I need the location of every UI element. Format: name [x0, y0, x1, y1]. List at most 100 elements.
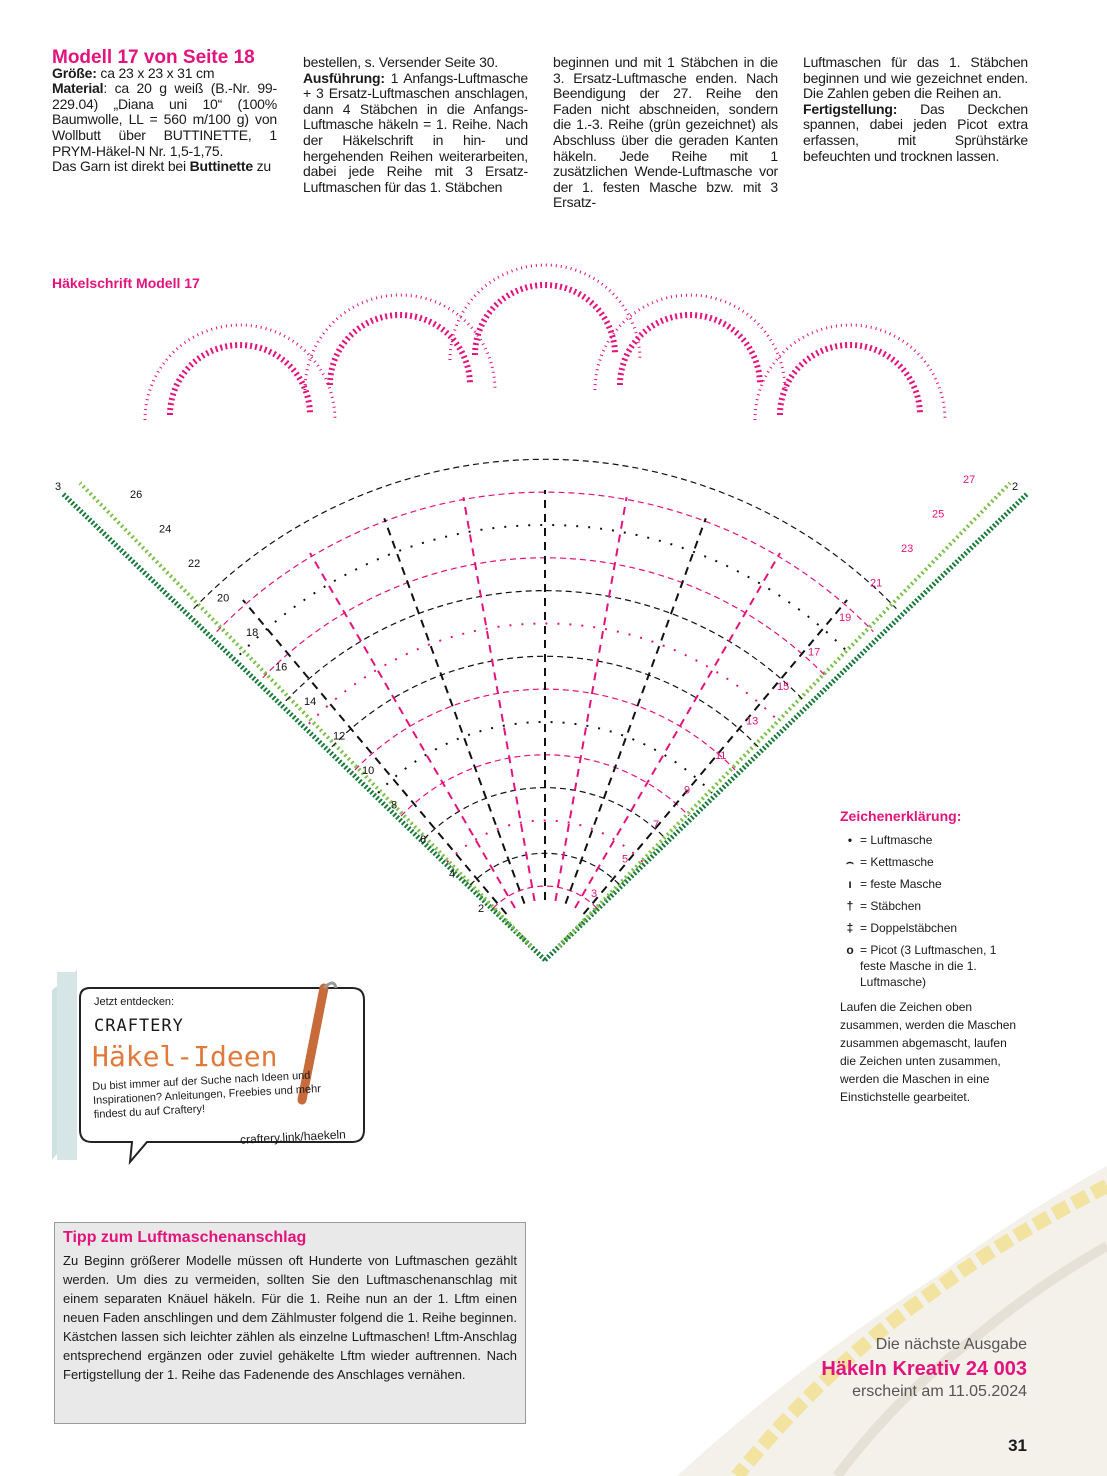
row-number: 26 [130, 489, 142, 501]
row-number: 2 [478, 903, 484, 915]
row-number: 8 [391, 800, 397, 812]
legend-item: o= Picot (3 Luftmaschen, 1 feste Masche … [840, 942, 1020, 990]
stitch-column [582, 599, 848, 915]
text-column-2: bestellen, s. Versender Seite 30. Ausfüh… [303, 54, 528, 195]
size-label: Größe: [52, 64, 97, 81]
diagram-art [60, 263, 1030, 962]
edge-label: 2 [1012, 481, 1018, 493]
row-number: 16 [275, 662, 287, 674]
legend-symbol: ı [848, 877, 852, 891]
stitch-column [383, 518, 526, 904]
row-number: 9 [684, 785, 690, 797]
row-number: 25 [932, 509, 944, 521]
scallop [167, 342, 313, 416]
scallop [448, 263, 642, 361]
row-number: 12 [333, 731, 345, 743]
legend-label: = Kettmasche [860, 855, 934, 869]
scallop [472, 282, 618, 356]
scallop [143, 323, 337, 421]
row-number: 4 [449, 869, 455, 881]
doily-photo [677, 1166, 1107, 1476]
stitch-column [574, 552, 781, 909]
stitch-row [446, 819, 644, 863]
stitch-column [564, 518, 707, 904]
row-number: 19 [839, 612, 851, 624]
next-issue: Die nächste Ausgabe Häkeln Kreativ 24 00… [821, 1336, 1027, 1401]
legend-item: † = Stäbchen [840, 898, 1020, 914]
legend: Zeichenerklärung: •= Luftmasche ⌢ = Kettma… [840, 808, 1020, 1106]
legend-item: •= Luftmasche [840, 832, 1020, 848]
legend-item: ı = feste Masche [840, 876, 1020, 892]
row-number-labels: 2624222018161412108642272523211917151311… [55, 474, 1018, 915]
stitch-row [492, 885, 598, 909]
stitch-column [309, 552, 516, 909]
row-number: 3 [591, 888, 597, 900]
stitch-column [242, 599, 508, 915]
row-number: 10 [362, 765, 374, 777]
legend-heading: Zeichenerklärung: [840, 808, 962, 824]
finish-text: Das Deckchen spannen, dabei jeden Picot … [803, 100, 1028, 164]
column-3-text: beginnen und mit 1 Stäbchen in die 3. Er… [553, 54, 778, 211]
ad-small-text: Jetzt entdecken: [94, 996, 175, 1008]
next-issue-date: erscheint am 11.05.2024 [852, 1383, 1027, 1400]
legend-symbol: ⌢ [846, 855, 854, 869]
yarn-brand: Buttinette [189, 158, 254, 175]
legend-symbol: ‡ [846, 921, 854, 935]
stitch-row [216, 491, 874, 633]
border-edge [60, 491, 547, 962]
material-label: Material [52, 80, 104, 97]
crochet-hook-icon [297, 983, 329, 1105]
legend-label: = Stäbchen [860, 899, 922, 913]
scallop [617, 312, 763, 386]
row-number: 18 [246, 627, 258, 639]
row-number: 5 [622, 854, 628, 866]
stitch-row [285, 590, 805, 702]
ad-headline: Häkel-Ideen [92, 1040, 278, 1073]
row-number: 22 [188, 558, 200, 570]
scallop [593, 293, 787, 391]
edge-label: 3 [55, 481, 61, 493]
chart-heading: Häkelschrift Modell 17 [52, 275, 200, 291]
page-number: 31 [1008, 1436, 1027, 1455]
row-number: 17 [808, 647, 820, 659]
row-number: 15 [777, 681, 789, 693]
row-number: 7 [653, 819, 659, 831]
execution-label: Ausführung: [303, 69, 385, 86]
stitch-row [331, 655, 759, 748]
legend-label: = feste Masche [860, 877, 942, 891]
row-number: 6 [420, 834, 426, 846]
legend-symbol: † [846, 899, 854, 913]
row-number: 27 [963, 474, 975, 486]
yarn-text: Das Garn ist direkt bei [52, 158, 190, 175]
legend-label: = Doppelstäbchen [860, 921, 958, 935]
text-column-4: Luftmaschen für das 1. Stäbchen beginnen… [803, 54, 1028, 164]
yarn-end: zu [252, 158, 272, 175]
stitch-row [193, 458, 897, 610]
scallop [777, 342, 923, 416]
row-number: 11 [715, 750, 726, 762]
text-column-1: Modell 17 von Seite 18 Größe: ca 23 x 23… [52, 47, 277, 175]
row-number: 23 [901, 543, 913, 555]
text-column-3: beginnen und mit 1 Stäbchen in die 3. Er… [553, 54, 778, 211]
row-number: 20 [217, 593, 229, 605]
order-line: bestellen, s. Versender Seite 30. [303, 54, 498, 70]
scallop [327, 312, 473, 386]
column-4-text: Luftmaschen für das 1. Stäbchen beginnen… [803, 54, 1028, 102]
row-number: 13 [746, 716, 758, 728]
finish-label: Fertigstellung: [803, 100, 898, 117]
model-title: Modell 17 von Seite 18 [52, 47, 255, 68]
craftery-ad[interactable]: Jetzt entdecken: CRAFTERY Häkel-Ideen Du… [52, 970, 382, 1165]
border-edge [78, 481, 533, 948]
legend-item: ⌢ = Kettmasche [840, 854, 1020, 870]
row-number: 21 [870, 578, 882, 590]
legend-symbol: o [846, 943, 854, 957]
tip-body: Zu Beginn größerer Modelle müssen oft Hu… [63, 1253, 517, 1382]
tip-box: Tipp zum Luftmaschenanschlag Zu Beginn g… [54, 1222, 526, 1424]
execution-text: 1 Anfangs-Luftmasche + 3 Ersatz-Luftmasc… [303, 69, 528, 195]
legend-symbol: • [847, 833, 853, 847]
row-number: 24 [159, 524, 171, 536]
next-issue-title: Häkeln Kreativ 24 003 [821, 1358, 1027, 1380]
scallop [303, 293, 497, 391]
stitch-column [554, 496, 628, 902]
